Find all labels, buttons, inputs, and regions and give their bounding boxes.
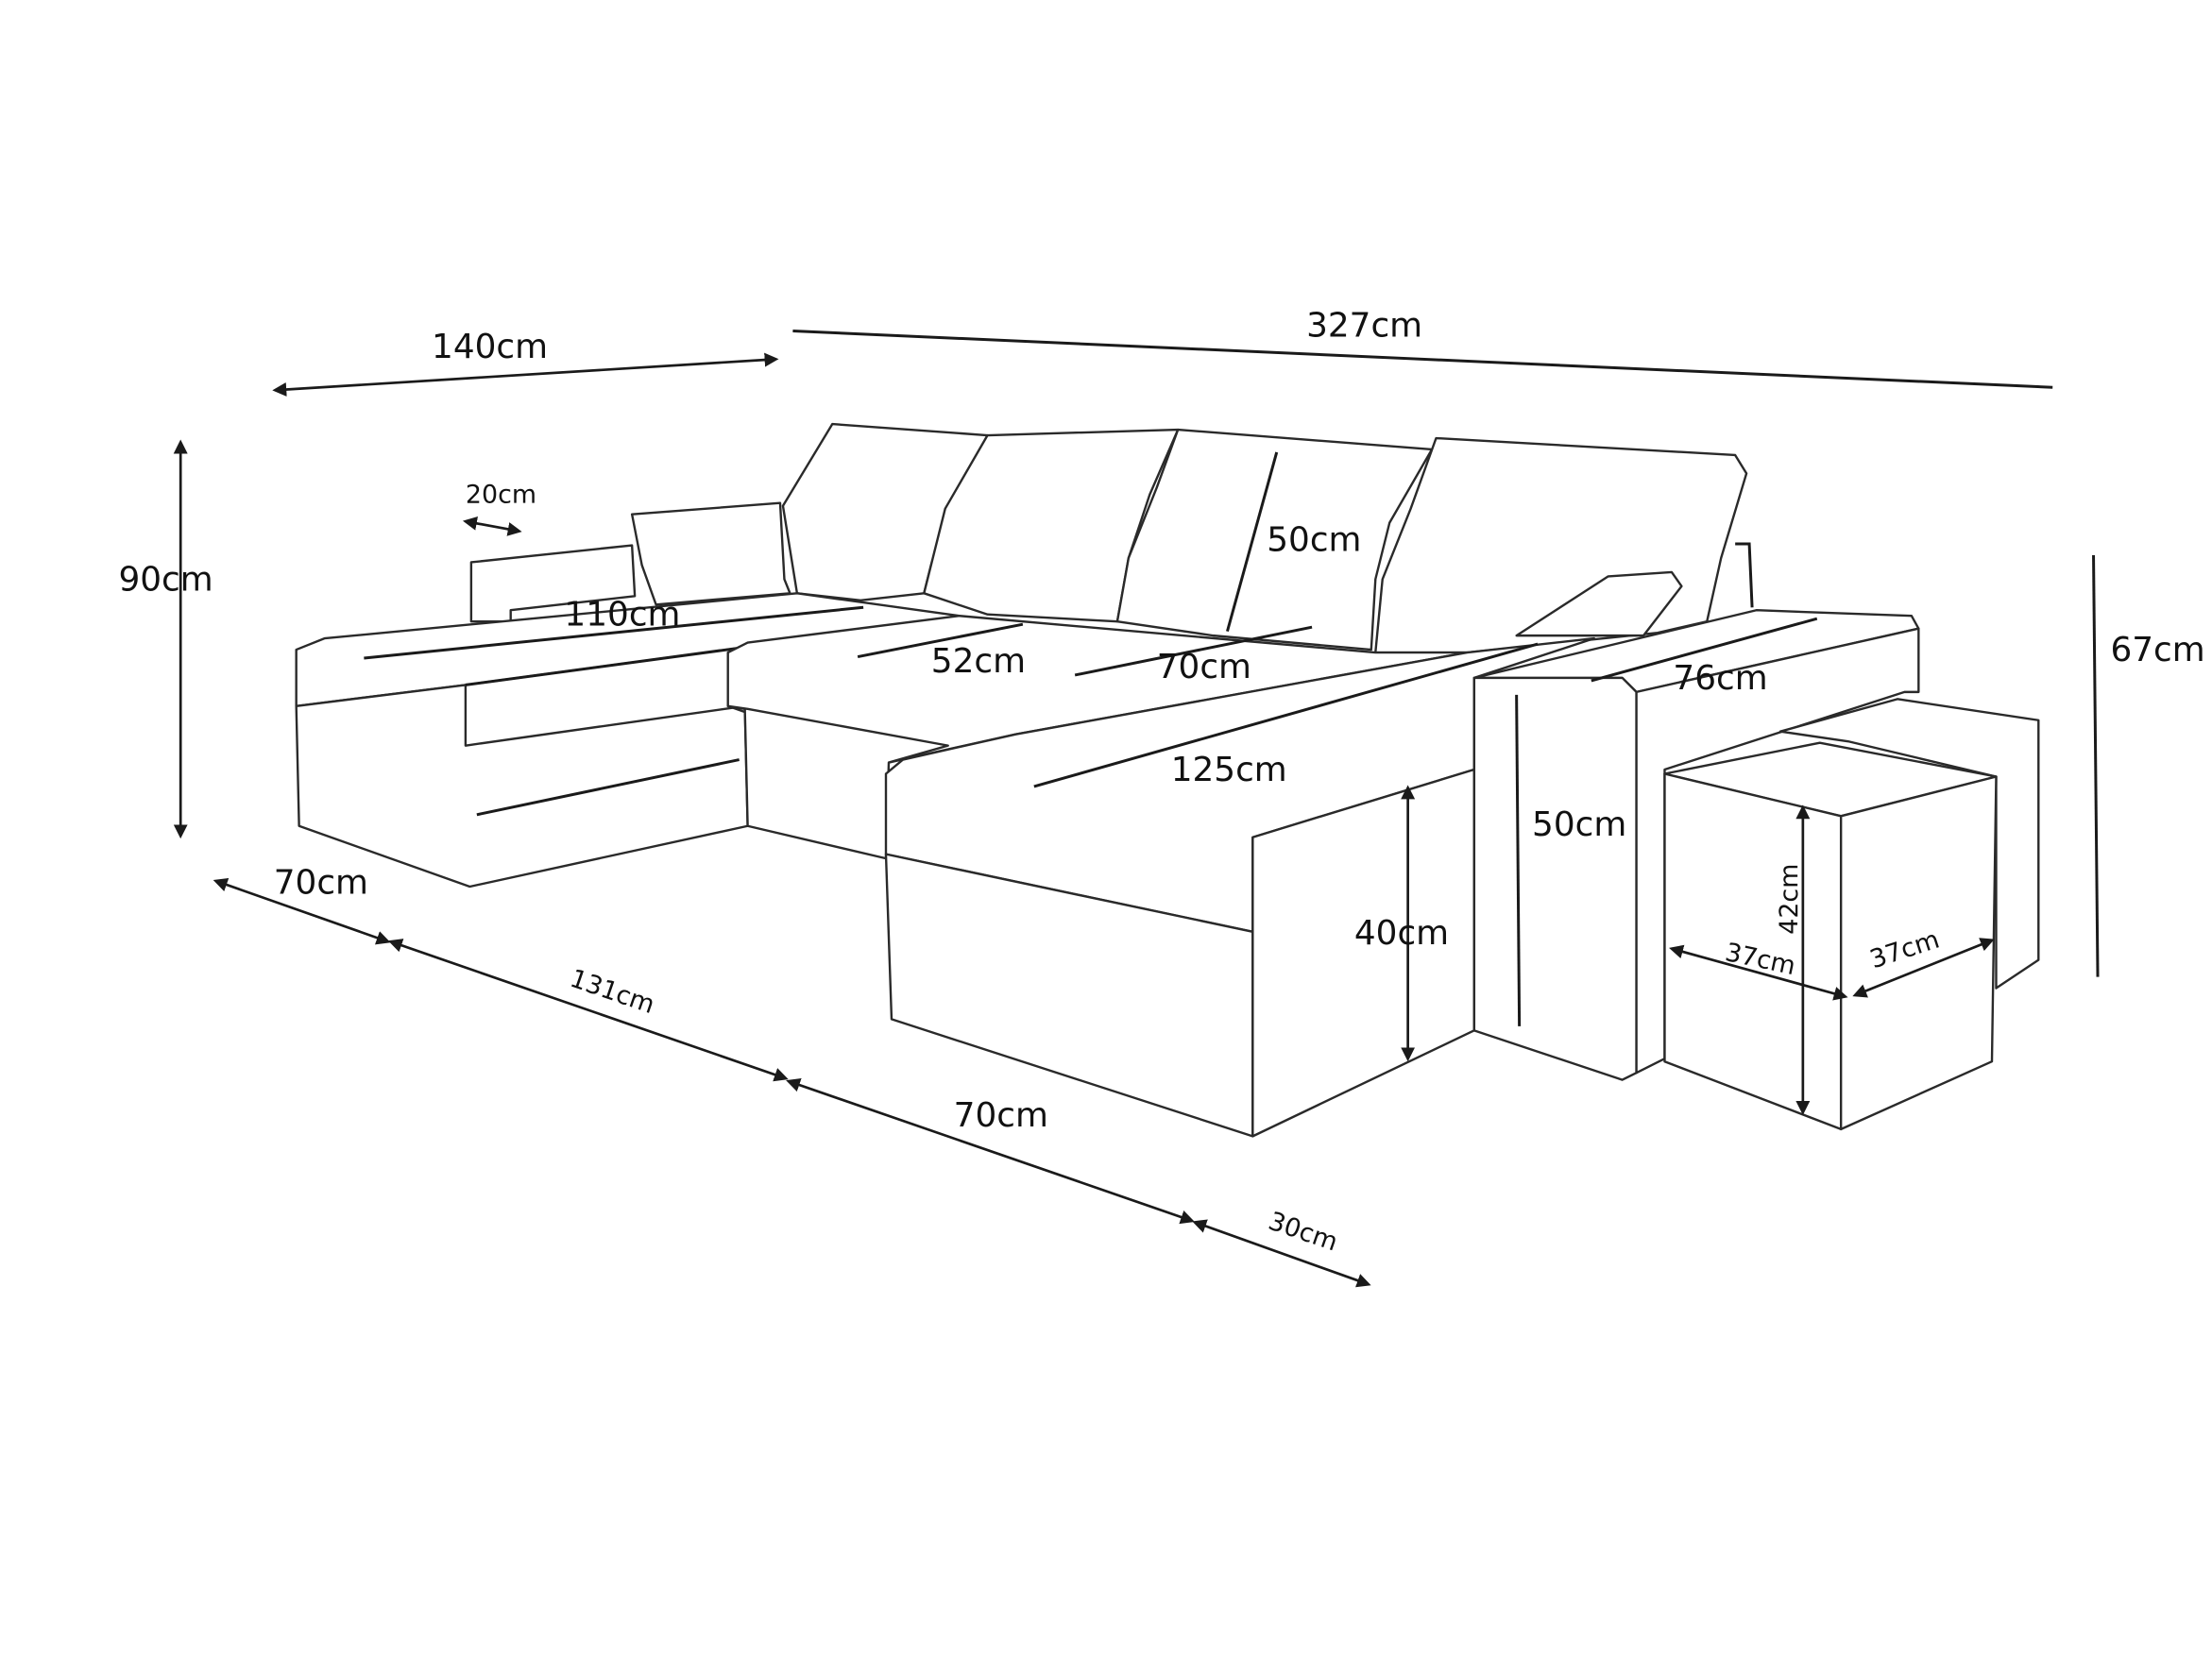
label-bottom-left: 70cm <box>274 863 368 902</box>
total-width-line <box>792 330 2053 389</box>
right-back-post <box>1735 542 1754 608</box>
label-seat-depth: 70cm <box>1157 648 1251 686</box>
label-middle-depth: 52cm <box>931 642 1026 681</box>
dimension-arrows <box>173 352 1995 1288</box>
left-seat-line <box>364 605 864 660</box>
top-depth-arrow <box>272 352 779 397</box>
label-armrest-height: 50cm <box>1532 805 1626 844</box>
chaise-line <box>1033 642 1539 788</box>
label-chaise: 125cm <box>1171 751 1287 789</box>
label-bottom-armrest: 30cm <box>1265 1207 1341 1258</box>
right-armrest-front <box>1472 676 1638 1081</box>
sofa-drawing <box>295 422 2040 1138</box>
label-pouf-height: 42cm <box>1775 864 1804 935</box>
label-total-height: 90cm <box>118 560 213 599</box>
label-armrest-width: 20cm <box>466 481 536 510</box>
bottom-left-arrow <box>213 877 391 945</box>
left-chaise-front <box>295 684 749 889</box>
label-left-seat: 110cm <box>564 596 680 635</box>
armrest-arrow <box>462 516 522 536</box>
label-seat-height: 40cm <box>1354 914 1449 953</box>
label-total-width: 327cm <box>1306 306 1422 345</box>
bottom-armrest-arrow <box>1192 1219 1371 1288</box>
bottom-middle-arrow <box>387 939 789 1082</box>
label-bottom-chaise: 70cm <box>954 1096 1048 1135</box>
bottom-chaise-arrow <box>786 1077 1195 1225</box>
measurement-lines <box>364 330 2100 1026</box>
label-bottom-middle: 131cm <box>567 964 658 1020</box>
pouf-width-arrow <box>1669 944 1848 1001</box>
armrest-height-line <box>1515 694 1522 1026</box>
right-armrest-line <box>1591 617 1818 683</box>
left-armrest <box>469 544 637 623</box>
backrest-line <box>1226 451 1279 633</box>
back-cushion-3 <box>1115 428 1434 652</box>
pouf-depth-arrow <box>1852 938 1995 998</box>
label-top-depth: 140cm <box>432 328 548 366</box>
right-chaise-side <box>1251 768 1476 1138</box>
label-right-armrest: 76cm <box>1673 659 1767 698</box>
left-front-line <box>476 758 740 817</box>
seat-depth-line <box>1074 625 1313 677</box>
label-backrest: 50cm <box>1267 521 1361 560</box>
small-pillow-right <box>1515 570 1683 637</box>
middle-depth-line <box>857 622 1024 658</box>
right-height-line <box>2092 554 2100 977</box>
label-right-height: 67cm <box>2110 631 2204 669</box>
dimension-labels: 140cm 327cm 90cm 20cm 110cm 52cm 70cm 50… <box>118 306 2204 1257</box>
small-pillow-left <box>630 501 791 606</box>
